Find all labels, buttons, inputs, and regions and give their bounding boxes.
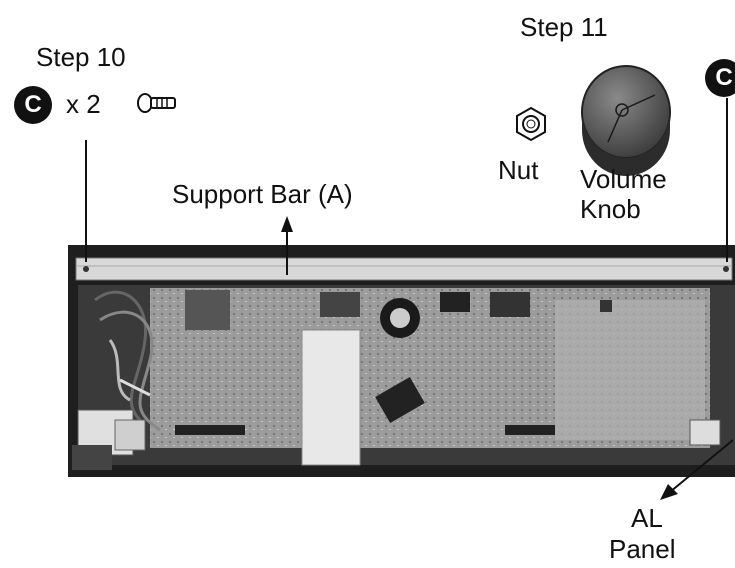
screw-type-badge-step-10: C <box>14 86 52 124</box>
screw-quantity: x 2 <box>66 89 101 119</box>
screw-icon <box>137 93 176 113</box>
al-panel-label-line-2: Panel <box>609 534 676 564</box>
al-panel-arrow <box>660 439 734 500</box>
support-bar-label: Support Bar (A) <box>172 179 353 209</box>
step-10-title: Step 10 <box>36 42 126 72</box>
screw-hole-right <box>723 266 729 272</box>
wiring-harness <box>94 290 161 432</box>
screw-type-badge-step-11: C <box>705 59 735 97</box>
screw-hole-left <box>83 266 89 272</box>
nut-label: Nut <box>498 155 539 185</box>
al-panel-label-line-1: AL <box>631 503 663 533</box>
panel-bracket <box>689 419 721 446</box>
circuit-board <box>150 288 710 448</box>
volume-knob-label-line-1: Volume <box>580 164 667 194</box>
step-11-title: Step 11 <box>520 12 608 42</box>
volume-knob-icon <box>581 65 671 176</box>
support-bar-arrow <box>281 216 293 275</box>
nut-icon <box>516 106 546 142</box>
support-bar <box>75 257 733 281</box>
connector-block <box>72 409 146 470</box>
volume-knob-label-line-2: Knob <box>580 194 641 224</box>
ribbon-cable <box>301 329 361 466</box>
